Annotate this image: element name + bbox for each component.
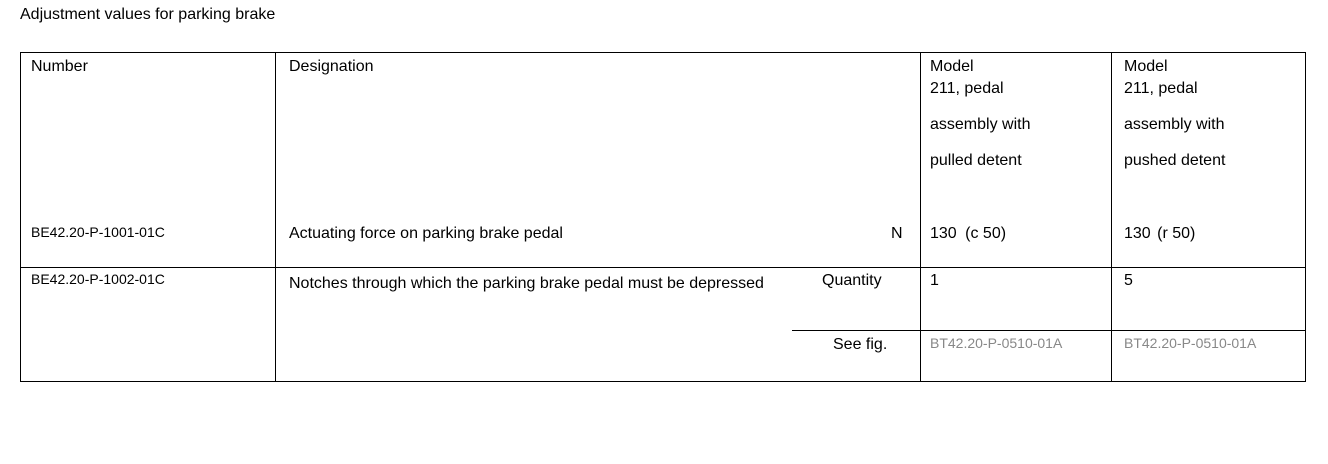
pulled-value: 130 [930,225,957,242]
row2-pushed-value: 5 [1124,272,1133,289]
row1-pushed-value: 130 (r 50) [1124,224,1195,244]
row1-designation: Actuating force on parking brake pedal [289,225,563,242]
header-model-line: assembly with [1124,116,1225,133]
row1-number: BE42.20-P-1001-01C [31,224,165,240]
header-model-line: pushed detent [1124,152,1226,169]
header-model-pushed: Model 211, pedal assembly with pushed de… [1124,57,1225,179]
row2-designation: Notches through which the parking brake … [289,275,764,292]
row2-number: BE42.20-P-1002-01C [31,271,165,287]
row2-pulled-value: 1 [930,272,939,289]
header-model-label: Model [930,58,974,75]
header-model-line: 211, pedal [930,80,1004,97]
header-model-line: 211, pedal [1124,80,1198,97]
column-divider [920,53,921,381]
pushed-tolerance: (r 50) [1157,225,1196,242]
header-model-line: assembly with [930,116,1031,133]
header-designation: Designation [289,58,374,75]
row-divider [21,267,1305,268]
row2-unit: Quantity [822,272,882,289]
header-model-label: Model [1124,58,1168,75]
row1-unit: N [891,225,903,242]
row2-see-fig: See fig. [833,336,888,353]
row2-pushed-figure-link[interactable]: BT42.20-P-0510-01A [1124,335,1257,351]
column-divider [275,53,276,381]
pulled-tolerance: (c 50) [965,225,1007,242]
row1-pulled-value: 130 (c 50) [930,224,1006,244]
row2-pulled-figure-link[interactable]: BT42.20-P-0510-01A [930,335,1063,351]
row-divider [792,330,1305,331]
header-model-pulled: Model 211, pedal assembly with pulled de… [930,57,1030,179]
header-number: Number [31,58,88,75]
column-divider [1111,53,1112,381]
page-title: Adjustment values for parking brake [20,6,276,23]
header-model-line: pulled detent [930,152,1022,169]
pushed-value: 130 [1124,225,1151,242]
adjustment-table: Number Designation Model 211, pedal asse… [20,52,1306,382]
